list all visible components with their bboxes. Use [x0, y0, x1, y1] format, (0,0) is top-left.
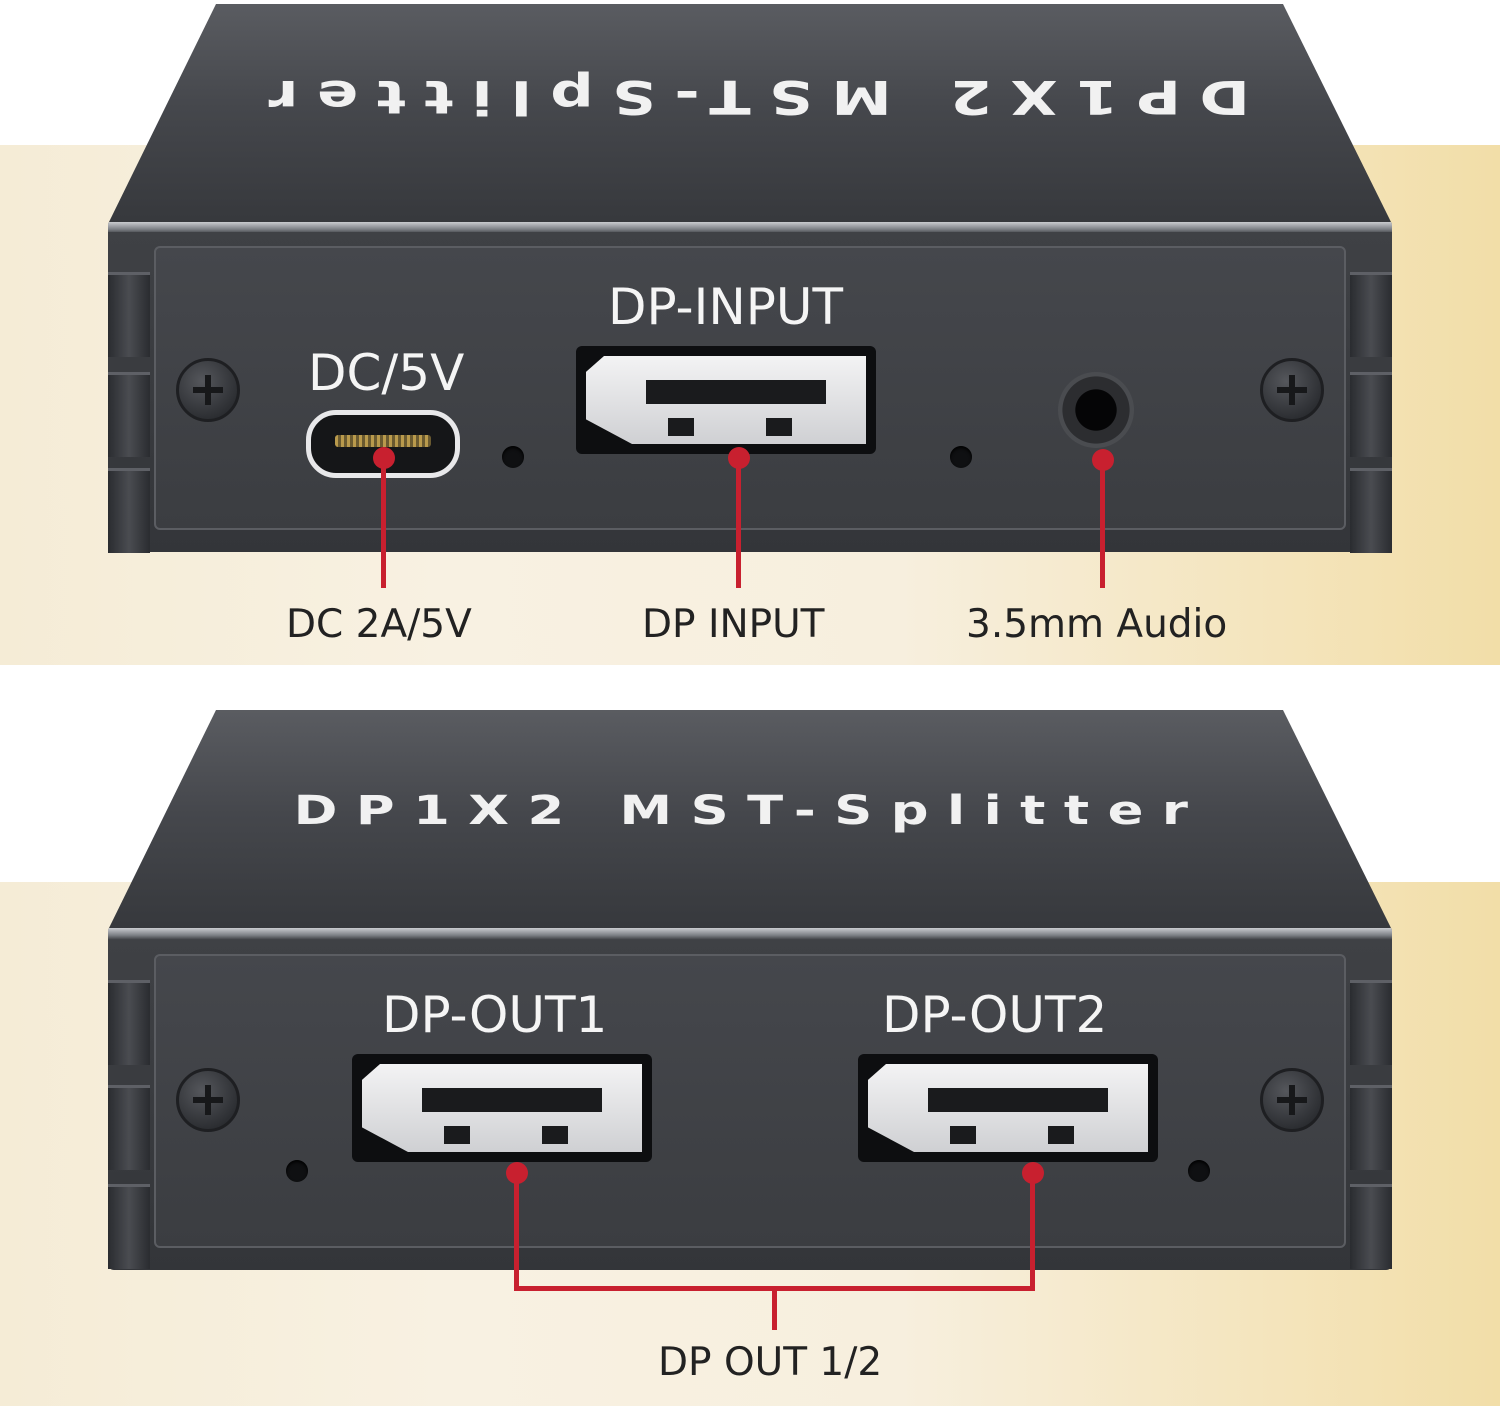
screw-icon	[176, 358, 240, 422]
callout-dot	[373, 447, 395, 469]
heatsink-fin	[1350, 1085, 1392, 1170]
heatsink-fin	[108, 1184, 150, 1269]
device-edge	[108, 928, 1392, 940]
heatsink-fin	[1350, 980, 1392, 1065]
heatsink-fin	[1350, 1184, 1392, 1269]
device-top-face: DP1X2 MST-Splitter	[108, 4, 1392, 234]
callout-line	[736, 460, 741, 588]
power-port-label: DC/5V	[308, 344, 465, 402]
indicator-hole	[502, 446, 524, 468]
callout-dot	[1092, 449, 1114, 471]
callout-line	[1100, 462, 1105, 588]
displayport-input-icon	[576, 346, 876, 454]
power-callout: DC 2A/5V	[286, 602, 472, 647]
device-edge	[108, 222, 1392, 234]
device-top-face: DP1X2 MST-Splitter	[108, 710, 1392, 940]
callout-line	[772, 1286, 777, 1330]
screw-icon	[1260, 1068, 1324, 1132]
device-front-panel: DC/5V DP-INPUT	[108, 232, 1392, 553]
brand-text: DP1X2 MST-Splitter	[293, 788, 1207, 834]
heatsink-fin	[108, 1085, 150, 1170]
indicator-hole	[286, 1160, 308, 1182]
indicator-hole	[1188, 1160, 1210, 1182]
splitter-input-side: DP1X2 MST-Splitter DC/5V DP-INPUT	[0, 0, 1500, 560]
heatsink-fin	[1350, 468, 1392, 553]
screw-icon	[1260, 358, 1324, 422]
heatsink-fin	[1350, 272, 1392, 357]
heatsink-fin	[108, 980, 150, 1065]
callout-line	[1030, 1175, 1035, 1290]
heatsink-fin	[1350, 372, 1392, 457]
usb-c-port-icon	[306, 410, 460, 478]
callout-dot	[506, 1162, 528, 1184]
heatsink-fin	[108, 272, 150, 357]
brand-text: DP1X2 MST-Splitter	[250, 70, 1250, 124]
callout-line	[514, 1175, 519, 1290]
device-front-panel: DP-OUT1 DP-OUT2	[108, 940, 1392, 1270]
heatsink-fin	[108, 372, 150, 457]
heatsink-fin	[108, 468, 150, 553]
callout-dot	[728, 447, 750, 469]
callout-dot	[1022, 1162, 1044, 1184]
outputs-callout: DP OUT 1/2	[658, 1340, 883, 1385]
audio-callout: 3.5mm Audio	[966, 602, 1228, 647]
indicator-hole	[950, 446, 972, 468]
output2-port-label: DP-OUT2	[882, 986, 1108, 1044]
port-panel: DP-OUT1 DP-OUT2	[154, 954, 1346, 1248]
displayport-output2-icon	[858, 1054, 1158, 1162]
screw-icon	[176, 1068, 240, 1132]
displayport-output1-icon	[352, 1054, 652, 1162]
output1-port-label: DP-OUT1	[382, 986, 608, 1044]
callout-line	[381, 460, 386, 588]
audio-jack-icon	[1058, 372, 1134, 448]
port-panel: DC/5V DP-INPUT	[154, 246, 1346, 530]
input-port-label: DP-INPUT	[608, 278, 844, 336]
splitter-output-side: DP1X2 MST-Splitter DP-OUT1 DP-OUT2	[0, 708, 1500, 1270]
input-callout: DP INPUT	[642, 602, 825, 647]
